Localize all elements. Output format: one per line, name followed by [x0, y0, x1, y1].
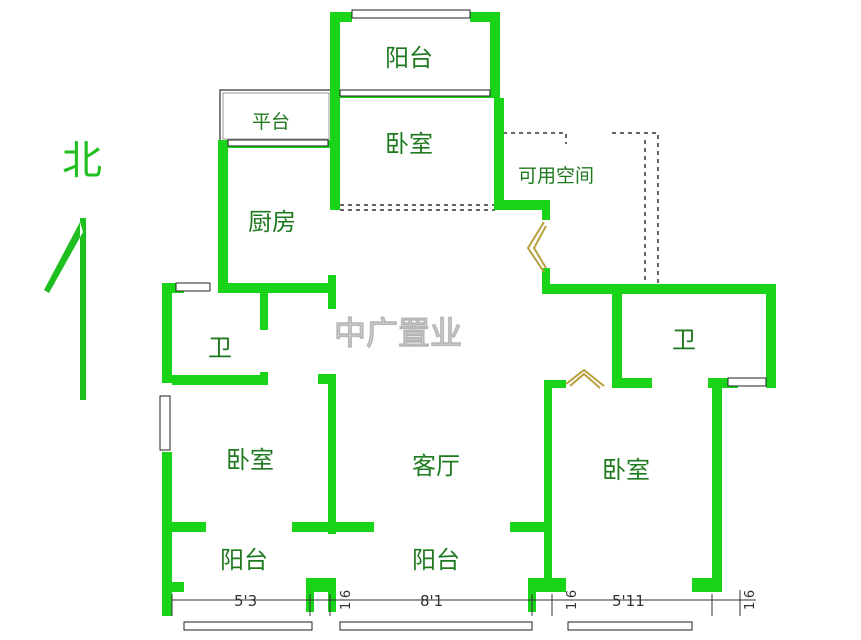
doors [526, 221, 605, 389]
windows [159, 9, 767, 631]
dimension-label: 5'11 [612, 592, 645, 610]
dimension-label: 1'6 [743, 590, 758, 610]
room-label-bedroom-west: 卧室 [226, 446, 274, 474]
room-label-balcony-s: 阳台 [412, 546, 460, 574]
dimension-labels: 5'3 1'6 8'1 1'6 5'11 1'6 [234, 590, 758, 610]
dimension-label: 1'6 [565, 590, 580, 610]
north-label: 北 [62, 138, 102, 184]
room-label-balcony-sw: 阳台 [220, 546, 268, 574]
room-label-bath-west: 卫 [208, 334, 232, 362]
north-indicator: 北 [44, 138, 102, 400]
dimension-lines [171, 590, 756, 616]
room-label-terrace: 平台 [252, 111, 290, 133]
room-label-bedroom-north: 卧室 [385, 130, 433, 158]
room-label-living-room: 客厅 [412, 452, 460, 480]
room-label-bedroom-east: 卧室 [602, 456, 650, 484]
dimension-label: 5'3 [234, 592, 257, 610]
room-label-bath-east: 卫 [672, 326, 696, 354]
room-label-balcony-top: 阳台 [385, 44, 433, 72]
dimension-label: 8'1 [420, 592, 443, 610]
walls [162, 12, 776, 616]
room-label-usable-space: 可用空间 [518, 165, 594, 187]
room-label-kitchen: 厨房 [248, 208, 296, 236]
dimension-label: 1'6 [339, 590, 354, 610]
room-labels: 阳台 平台 卧室 可用空间 厨房 卫 卫 卧室 客厅 卧室 阳台 阳台 [208, 44, 696, 574]
dashed-lines [340, 132, 659, 285]
watermark: 中广置业 [334, 314, 462, 352]
north-arrow-icon [44, 218, 86, 400]
